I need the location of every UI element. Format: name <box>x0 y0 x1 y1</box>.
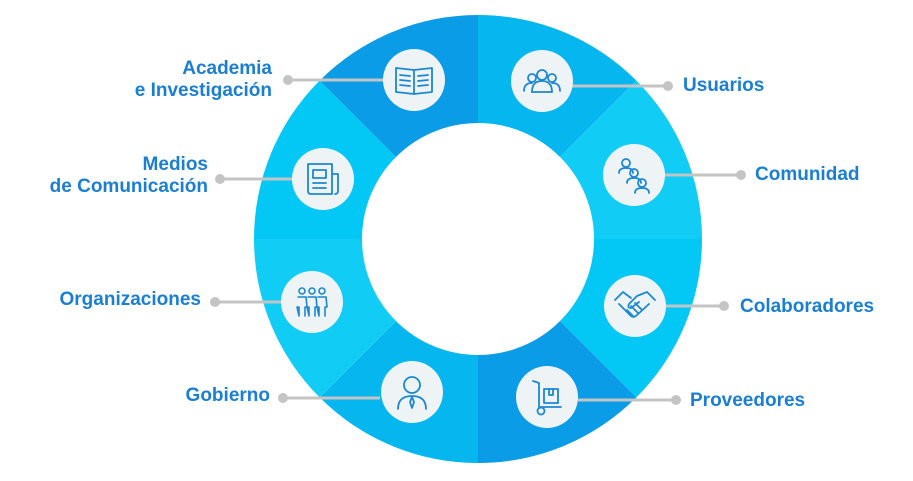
label-academia: Academia e Investigación <box>135 58 272 102</box>
icon-badge-gobierno <box>381 361 443 423</box>
label-proveedores-line-1: Proveedores <box>690 390 806 411</box>
label-comunidad-line-1: Comunidad <box>755 164 860 185</box>
connectors <box>210 75 746 405</box>
connector-dot-proveedores <box>671 395 681 405</box>
label-gobierno: Gobierno <box>186 385 270 407</box>
label-academia-line-1: Academia <box>182 58 272 79</box>
hand-truck-icon <box>532 380 562 416</box>
people-chain-icon <box>296 287 328 317</box>
connector-dot-academia <box>283 75 293 85</box>
label-proveedores: Proveedores <box>690 390 805 412</box>
label-organizaciones-line-1: Organizaciones <box>59 289 202 310</box>
label-usuarios-line-1: Usuarios <box>683 75 765 96</box>
official-icon <box>397 376 427 410</box>
newspaper-icon <box>307 163 339 195</box>
label-medios: Medios de Comunicación <box>50 154 208 198</box>
label-comunidad: Comunidad <box>755 164 860 186</box>
label-academia-line-2: e Investigación <box>134 80 272 101</box>
label-organizaciones: Organizaciones <box>60 289 202 311</box>
connector-dot-gobierno <box>278 393 288 403</box>
ring-segments <box>254 15 702 463</box>
label-medios-line-2: de Comunicación <box>49 176 208 197</box>
connector-dot-organizaciones <box>210 297 220 307</box>
connector-dot-comunidad <box>736 170 746 180</box>
group-icon <box>523 69 561 93</box>
handshake-icon <box>614 291 656 318</box>
icon-badge-colaboradores <box>604 275 666 337</box>
connector-dot-usuarios <box>663 81 673 91</box>
connector-dot-medios <box>215 174 225 184</box>
community-icon <box>618 158 650 194</box>
icon-badge-usuarios <box>511 50 573 112</box>
icon-badge-comunidad <box>603 144 665 206</box>
label-medios-line-1: Medios <box>142 154 208 175</box>
label-colaboradores: Colaboradores <box>740 296 874 318</box>
connector-dot-colaboradores <box>719 301 729 311</box>
icon-badge-academia <box>383 49 445 111</box>
icon-badge-proveedores <box>516 366 578 428</box>
icon-badge-medios <box>292 148 354 210</box>
open-book-icon <box>395 67 433 95</box>
label-gobierno-line-1: Gobierno <box>185 385 270 406</box>
label-usuarios: Usuarios <box>683 75 764 97</box>
icon-badge-organizaciones <box>281 271 343 333</box>
label-colaboradores-line-1: Colaboradores <box>740 296 875 317</box>
